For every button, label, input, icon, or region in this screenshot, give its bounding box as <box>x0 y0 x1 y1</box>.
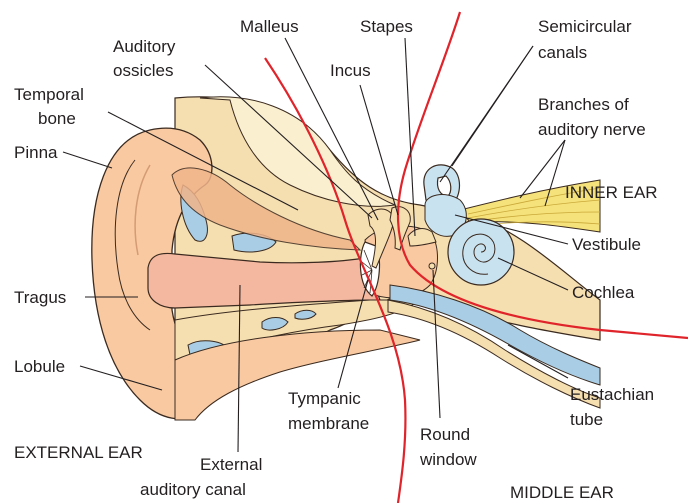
label-auditory-line2: ossicles <box>113 61 173 80</box>
label-temporal-line2: bone <box>38 109 76 128</box>
label-stapes: Stapes <box>360 17 413 36</box>
leader-pinna <box>63 152 112 168</box>
label-round-line1: Round <box>420 425 470 444</box>
leader-semicircular-b <box>452 46 533 166</box>
label-external-canal-line1: External <box>200 455 262 474</box>
label-eustachian-line2: tube <box>570 410 603 429</box>
label-branches-line1: Branches of <box>538 95 629 114</box>
label-pinna: Pinna <box>14 143 58 162</box>
label-external-canal-line2: auditory canal <box>140 480 246 499</box>
label-auditory-line1: Auditory <box>113 37 176 56</box>
label-malleus: Malleus <box>240 17 299 36</box>
label-tympanic-line2: membrane <box>288 414 369 433</box>
external-canal <box>148 253 380 308</box>
label-temporal-line1: Temporal <box>14 85 84 104</box>
label-cochlea: Cochlea <box>572 283 635 302</box>
label-semicircular-line1: Semicircular <box>538 17 632 36</box>
label-middle-ear: MIDDLE EAR <box>510 483 614 502</box>
label-tympanic-line1: Tympanic <box>288 389 361 408</box>
label-incus: Incus <box>330 61 371 80</box>
label-semicircular-line2: canals <box>538 43 587 62</box>
round-window-shape <box>429 263 435 269</box>
label-inner-ear: INNER EAR <box>565 183 658 202</box>
label-vestibule: Vestibule <box>572 235 641 254</box>
label-tragus: Tragus <box>14 288 66 307</box>
label-round-line2: window <box>419 450 477 469</box>
label-branches-line2: auditory nerve <box>538 120 646 139</box>
label-lobule: Lobule <box>14 357 65 376</box>
label-eustachian-line1: Eustachian <box>570 385 654 404</box>
label-external-ear: EXTERNAL EAR <box>14 443 143 462</box>
